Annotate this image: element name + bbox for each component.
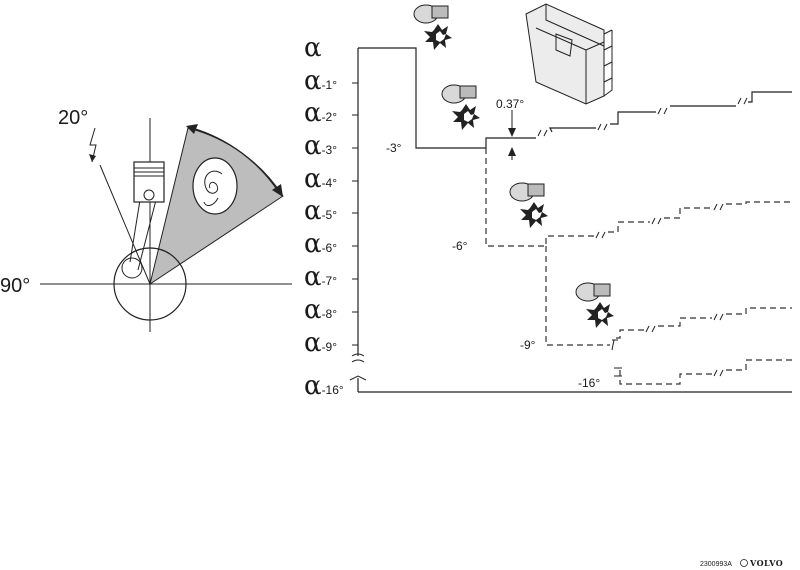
arc-arrow-right-icon: [272, 184, 283, 197]
brand-logo: VOLVO: [740, 558, 783, 568]
axis-alpha-9: α-9°: [304, 328, 337, 358]
brand-name: VOLVO: [749, 558, 783, 568]
knock-sensor-icon-4: [575, 282, 614, 328]
step-label: 0.37°: [496, 97, 524, 111]
figure-code: 2300993A: [700, 561, 732, 568]
spark-arrow-icon: [89, 127, 97, 163]
connecting-rod-right: [137, 199, 157, 271]
retard-label-3: -3°: [386, 141, 402, 155]
vertical-axis-line: [349, 48, 367, 392]
trace-recovery-3: [500, 91, 792, 139]
trace-retard-3: [358, 47, 500, 149]
crank-circle: [113, 247, 187, 321]
trace-retard-6: [485, 148, 792, 247]
trace-retard-16: [619, 359, 792, 385]
trace-breaks-3: [537, 97, 748, 137]
trace-breaks-16: [614, 367, 724, 377]
trace-breaks-9: [611, 313, 724, 351]
axis-alpha-3: α-3°: [304, 131, 337, 161]
step-indicator: [508, 110, 516, 160]
axis-alpha-7: α-7°: [304, 262, 337, 292]
retard-label-6: -6°: [452, 239, 468, 253]
alpha-axis: α α-1° α-2° α-3° α-4° α-5° α-6° α-7° α-8…: [304, 33, 344, 401]
axis-alpha-1: α-1°: [304, 66, 337, 96]
ear-icon: [192, 157, 238, 215]
connecting-rod-left: [129, 199, 141, 263]
radiator-icon: [525, 3, 613, 105]
axis-alpha-5: α-5°: [304, 196, 337, 226]
knock-sensor-icon-1: [413, 4, 452, 50]
axis-alpha-16: α-16°: [304, 371, 344, 401]
knock-sensor-icon-2: [441, 84, 480, 130]
trace-breaks-6: [595, 203, 724, 239]
retard-label-9: -9°: [520, 338, 536, 352]
axis-alpha-8: α-8°: [304, 295, 337, 325]
arc-arrow-left-icon: [186, 124, 198, 134]
spark-arrow-head-icon: [89, 154, 96, 162]
axis-alpha-0: α: [304, 33, 322, 63]
axis-alpha-6: α-6°: [304, 229, 337, 259]
axis-alpha-2: α-2°: [304, 98, 337, 128]
angle-label-90: 90°: [0, 275, 30, 297]
angle-label-20: 20°: [58, 107, 88, 129]
knock-sensor-icon-3: [509, 182, 548, 228]
axis-ticks: [352, 82, 358, 346]
retard-label-16: -16°: [578, 376, 600, 390]
piston-icon: [133, 161, 165, 203]
axis-alpha-4: α-4°: [304, 164, 337, 194]
crank-pin: [121, 257, 143, 279]
sector-arc: [191, 127, 281, 195]
piston-crank-illustration: [40, 118, 292, 332]
